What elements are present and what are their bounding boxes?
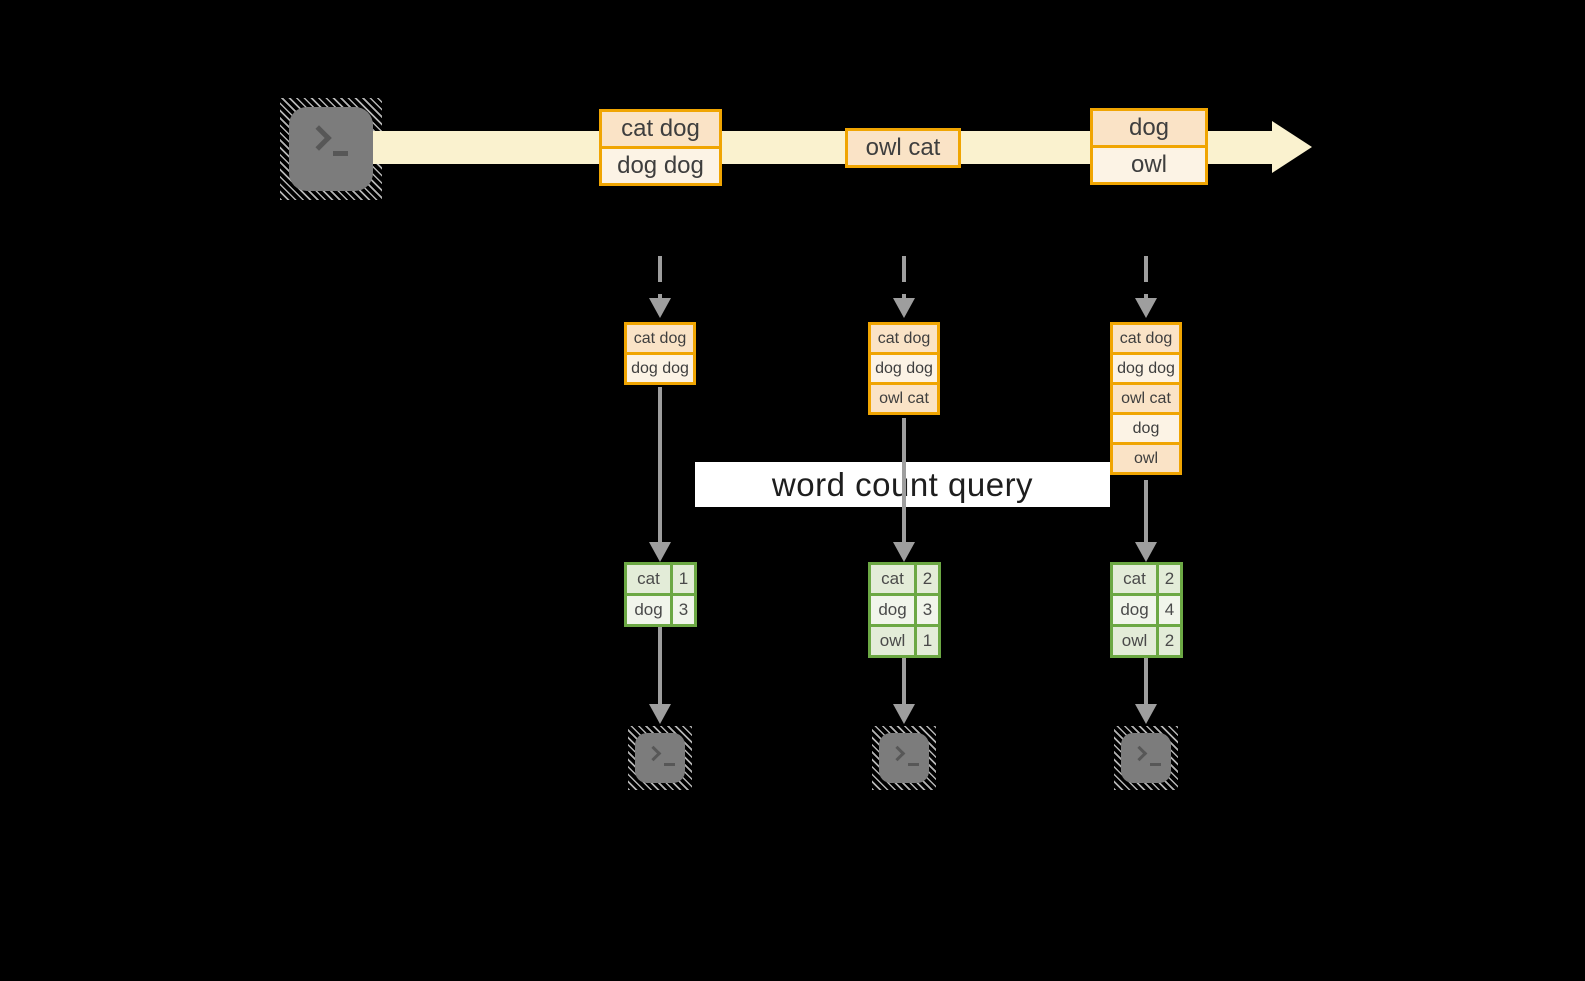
arrow-line [658, 627, 662, 706]
prompt-underscore-icon [908, 763, 919, 766]
wordcount-value-cell: 4 [1159, 596, 1180, 624]
wordcount-value-cell: 3 [917, 596, 938, 624]
prompt-chevron-icon [1131, 745, 1148, 762]
source-terminal-icon [280, 98, 382, 200]
prompt-chevron-icon [645, 745, 662, 762]
arrowhead-down-icon [649, 704, 671, 724]
terminal-icon [1121, 733, 1171, 783]
buffer-message: dog dog [871, 352, 937, 382]
arrowhead-down-icon [1135, 298, 1157, 318]
buffer-message: cat dog [871, 325, 937, 352]
buffer-message: owl cat [1113, 382, 1179, 412]
timeline-box-2: owl cat [845, 128, 961, 168]
timeline-message: owl cat [848, 131, 958, 165]
terminal-icon [879, 733, 929, 783]
arrow-line [1144, 480, 1148, 544]
buffer-message: owl cat [871, 382, 937, 412]
timeline-message: owl [1093, 145, 1205, 182]
arrowhead-down-icon [893, 704, 915, 724]
wordcount-value-cell: 1 [917, 627, 938, 655]
wordcount-word-cell: dog [871, 596, 917, 624]
buffer-message: owl [1113, 442, 1179, 472]
buffer-message: dog [1113, 412, 1179, 442]
terminal-icon [289, 107, 373, 191]
arrowhead-down-icon [1135, 704, 1157, 724]
wordcount-word-cell: owl [871, 627, 917, 655]
wordcount-value-cell: 1 [673, 565, 694, 593]
stream-arrowhead-icon [1272, 121, 1312, 173]
prompt-underscore-icon [664, 763, 675, 766]
buffer-message: cat dog [1113, 325, 1179, 352]
arrow-line [902, 658, 906, 706]
wordcount-value-cell: 2 [917, 565, 938, 593]
sink-terminal-icon [872, 726, 936, 790]
wordcount-value-cell: 2 [1159, 565, 1180, 593]
terminal-icon [635, 733, 685, 783]
dashed-arrow-line [658, 256, 662, 300]
timeline-message: dog dog [602, 146, 719, 183]
arrowhead-down-icon [649, 298, 671, 318]
wordcount-value-cell: 3 [673, 596, 694, 624]
arrow-line [902, 418, 906, 544]
wordcount-word-cell: cat [871, 565, 917, 593]
wordcount-word-cell: owl [1113, 627, 1159, 655]
arrowhead-down-icon [893, 298, 915, 318]
dashed-arrow-line [902, 256, 906, 300]
wordcount-word-cell: dog [1113, 596, 1159, 624]
timeline-message: cat dog [602, 112, 719, 146]
wordcount-word-cell: cat [627, 565, 673, 593]
arrowhead-down-icon [1135, 542, 1157, 562]
prompt-chevron-icon [889, 745, 906, 762]
buffer-message: dog dog [1113, 352, 1179, 382]
wordcount-word-cell: cat [1113, 565, 1159, 593]
prompt-chevron-icon [306, 125, 332, 151]
buffer-message: dog dog [627, 352, 693, 382]
prompt-underscore-icon [1150, 763, 1161, 766]
dashed-arrow-line [1144, 256, 1148, 300]
sink-terminal-icon [1114, 726, 1178, 790]
timeline-message: dog [1093, 111, 1205, 145]
arrowhead-down-icon [893, 542, 915, 562]
prompt-underscore-icon [333, 151, 348, 156]
arrow-line [658, 387, 662, 544]
wordcount-word-cell: dog [627, 596, 673, 624]
arrowhead-down-icon [649, 542, 671, 562]
buffer-message: cat dog [627, 325, 693, 352]
wordcount-value-cell: 2 [1159, 627, 1180, 655]
arrow-line [1144, 658, 1148, 706]
sink-terminal-icon [628, 726, 692, 790]
